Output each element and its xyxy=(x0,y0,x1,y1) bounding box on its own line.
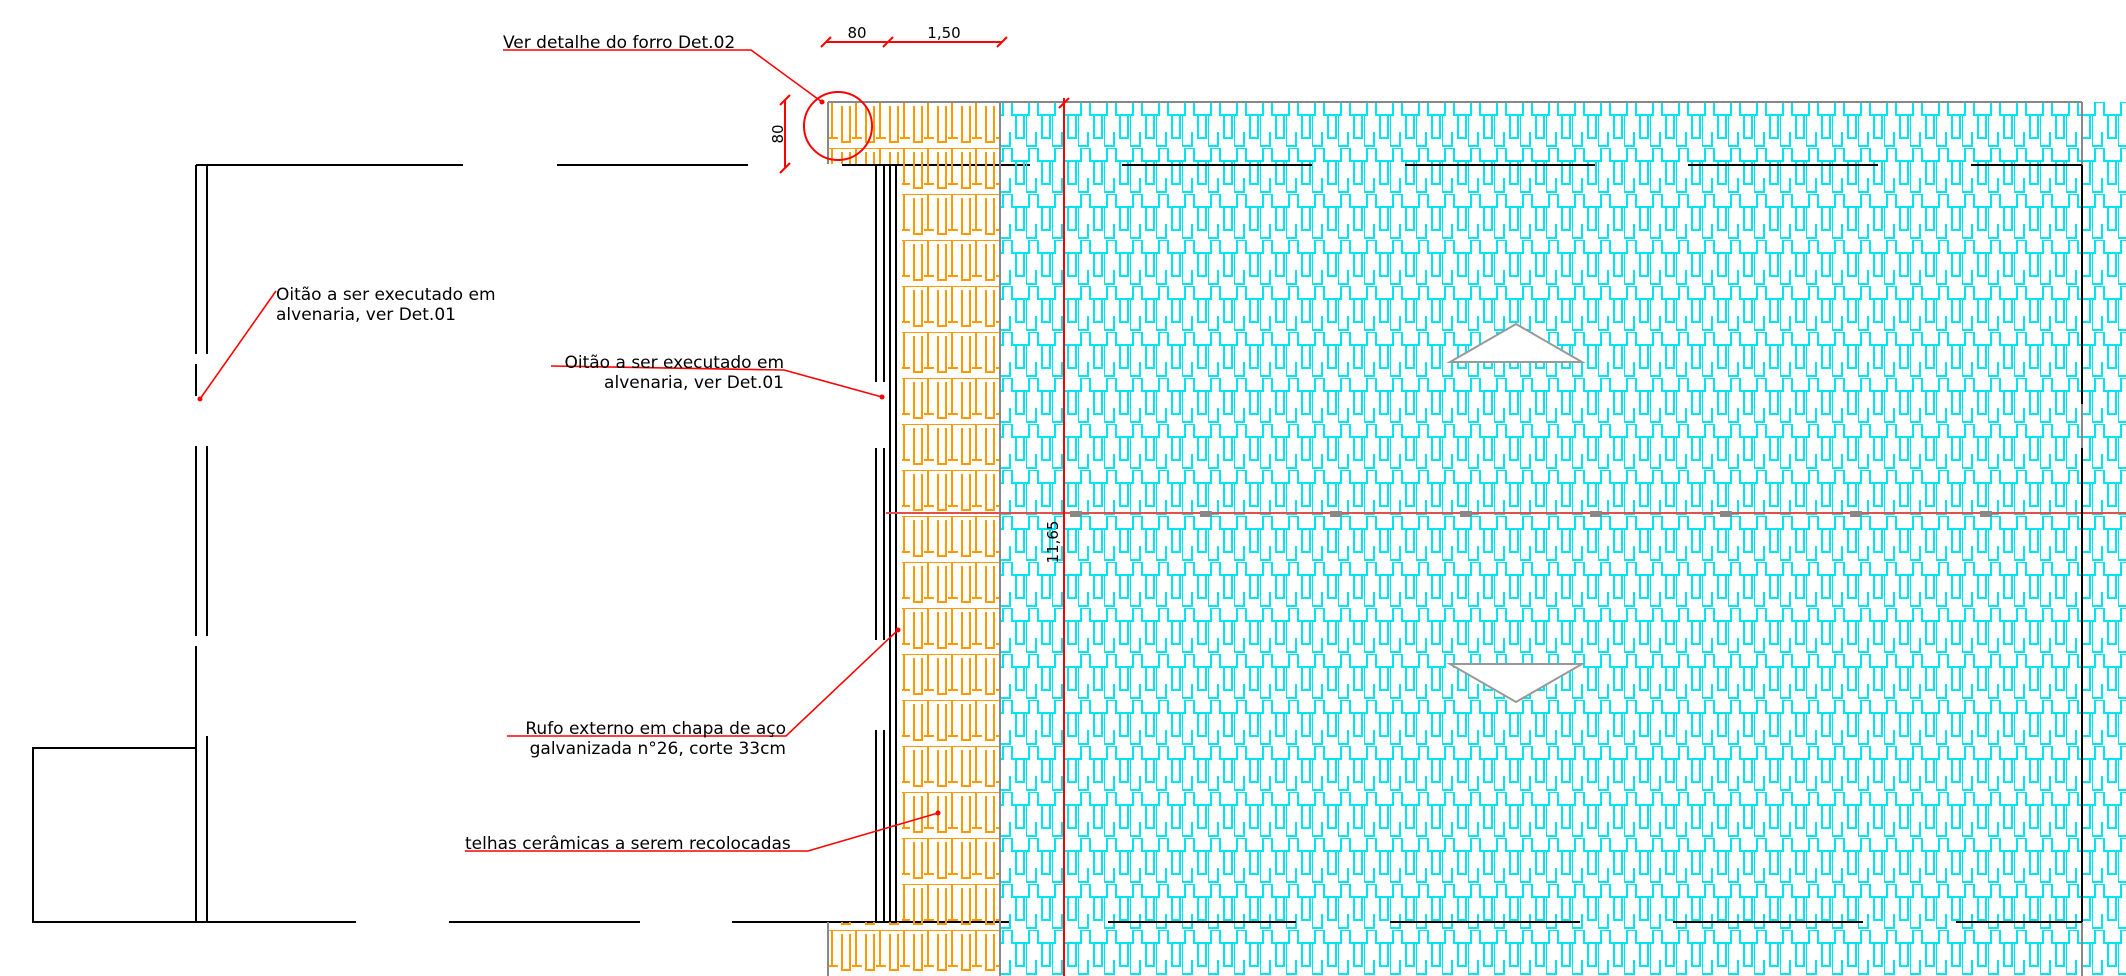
tile-section-top xyxy=(828,102,902,164)
annotation-ceiling-detail: Ver detalhe do forro Det.02 xyxy=(503,33,735,53)
annotation-gable-center-line2: alvenaria, ver Det.01 xyxy=(604,373,784,393)
detail-circle-icon xyxy=(803,91,873,161)
dim-side-a: 80 xyxy=(769,124,787,143)
top-dimension xyxy=(820,36,1008,48)
annotation-gable-left-line2: alvenaria, ver Det.01 xyxy=(276,305,456,325)
leader-dots xyxy=(197,99,941,816)
ridge-caps xyxy=(1070,511,1992,517)
dim-top-a: 80 xyxy=(847,24,866,42)
dim-top-b: 1,50 xyxy=(927,24,960,42)
annotation-flashing-line2: galvanizada n°26, corte 33cm xyxy=(530,739,786,759)
side-dimension xyxy=(779,94,791,174)
triangle-up-icon xyxy=(1446,322,1586,363)
annotation-flashing-line1: Rufo externo em chapa de aço xyxy=(525,719,786,739)
dim-vertical: 11,65 xyxy=(1044,521,1062,564)
roof-tile-field xyxy=(1000,102,2126,976)
tile-section-column xyxy=(902,102,1000,976)
annotation-gable-left-line1: Oitão a ser executado em xyxy=(276,285,496,305)
annotation-gable-center-line1: Oitão a ser executado em xyxy=(565,353,785,373)
eave-segments xyxy=(1108,164,2083,923)
leader-lines xyxy=(199,49,939,852)
tile-section-bottom xyxy=(828,922,902,976)
annotation-tiles: telhas cerâmicas a serem recolocadas xyxy=(465,834,791,854)
left-building-outline xyxy=(32,164,1010,923)
triangle-down-icon xyxy=(1446,663,1586,704)
